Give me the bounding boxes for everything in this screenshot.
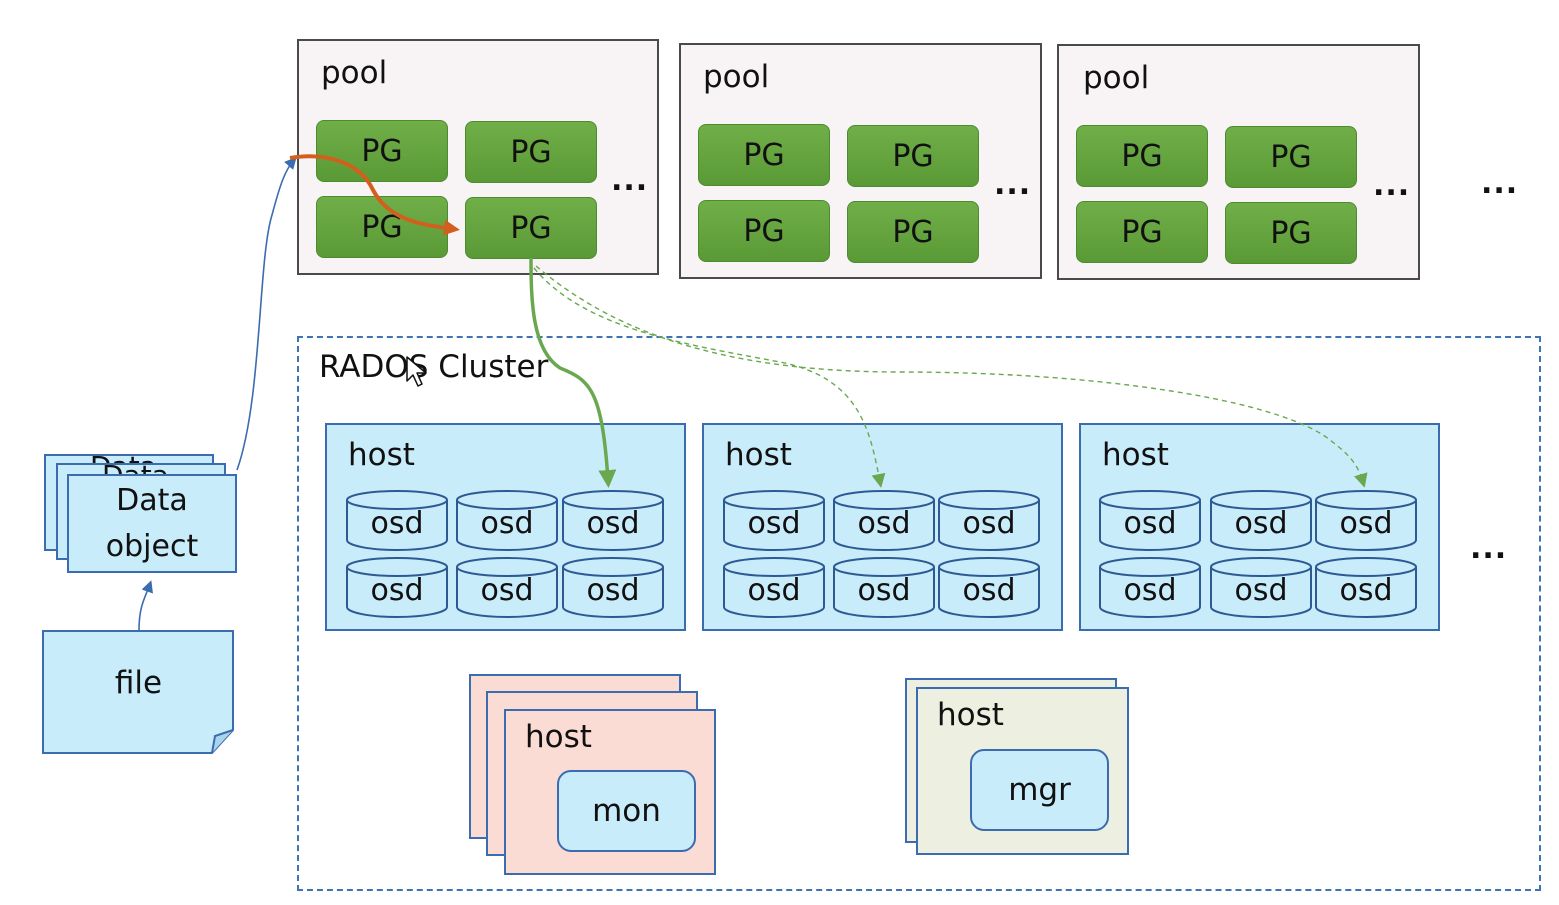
mouse-cursor-icon <box>406 356 427 387</box>
osd-disk: osd <box>346 490 448 551</box>
osd-disk: osd <box>562 490 664 551</box>
pool-more-pgs: ... <box>611 163 649 198</box>
pg-box: PG <box>1076 201 1208 263</box>
osd-disk: osd <box>1315 557 1417 618</box>
osd-label: osd <box>1339 506 1393 541</box>
osd-label: osd <box>586 573 640 608</box>
osd-label: osd <box>1234 573 1288 608</box>
pool-2: pool PG PG PG PG ... <box>679 43 1042 279</box>
pool-more-pgs: ... <box>994 167 1032 202</box>
object-to-pool-arrow <box>236 157 297 471</box>
data-object-line1: Data <box>116 482 188 518</box>
host-label: host <box>1102 437 1169 473</box>
osd-disk: osd <box>1315 490 1417 551</box>
osd-label: osd <box>480 506 534 541</box>
osd-disk: osd <box>346 557 448 618</box>
osd-disk: osd <box>938 490 1040 551</box>
osd-disk: osd <box>833 490 935 551</box>
pool-label: pool <box>1083 60 1150 96</box>
mon-host: host mon <box>504 709 716 875</box>
osd-label: osd <box>1234 506 1288 541</box>
pool-3: pool PG PG PG PG ... <box>1057 44 1420 280</box>
osd-disk: osd <box>1099 557 1201 618</box>
pg-box: PG <box>316 196 448 258</box>
osd-disk: osd <box>456 557 558 618</box>
host-label: host <box>348 437 415 473</box>
osd-label: osd <box>1123 573 1177 608</box>
osd-disk: osd <box>723 557 825 618</box>
osd-label: osd <box>962 506 1016 541</box>
pool-more-pgs: ... <box>1373 168 1411 203</box>
host-label: host <box>525 719 592 755</box>
osd-disk: osd <box>1210 490 1312 551</box>
mgr-host: host mgr <box>916 687 1129 855</box>
osd-disk: osd <box>456 490 558 551</box>
more-hosts: ... <box>1470 531 1508 566</box>
osd-label: osd <box>857 506 911 541</box>
pg-box: PG <box>847 201 979 263</box>
osd-disk: osd <box>833 557 935 618</box>
file-to-object-arrow <box>138 580 153 631</box>
pg-box: PG <box>847 125 979 187</box>
osd-label: osd <box>962 573 1016 608</box>
pg-box: PG <box>465 197 597 259</box>
pool-1: pool PG PG PG PG ... <box>297 39 659 275</box>
osd-label: osd <box>857 573 911 608</box>
pg-box: PG <box>698 200 830 262</box>
osd-disk: osd <box>562 557 664 618</box>
osd-disk: osd <box>723 490 825 551</box>
host-label: host <box>937 697 1004 733</box>
pg-box: PG <box>1076 125 1208 187</box>
mon-service: mon <box>557 770 696 852</box>
osd-label: osd <box>586 506 640 541</box>
data-object-line2: object <box>105 528 199 564</box>
osd-disk: osd <box>938 557 1040 618</box>
osd-label: osd <box>480 573 534 608</box>
osd-disk: osd <box>1099 490 1201 551</box>
mgr-service: mgr <box>970 749 1109 831</box>
data-object: Data object <box>67 474 237 573</box>
osd-label: osd <box>1123 506 1177 541</box>
osd-label: osd <box>747 573 801 608</box>
cluster-label: RADOS Cluster <box>319 349 549 385</box>
more-pools: ... <box>1481 166 1519 201</box>
pg-box: PG <box>465 121 597 183</box>
osd-label: osd <box>747 506 801 541</box>
file-label: file <box>114 664 163 701</box>
file: file <box>42 630 235 755</box>
pg-box: PG <box>698 124 830 186</box>
osd-label: osd <box>1339 573 1393 608</box>
osd-label: osd <box>370 573 424 608</box>
pg-box: PG <box>1225 202 1357 264</box>
host-label: host <box>725 437 792 473</box>
osd-label: osd <box>370 506 424 541</box>
pg-box: PG <box>316 120 448 182</box>
pool-label: pool <box>703 59 770 95</box>
pg-box: PG <box>1225 126 1357 188</box>
osd-disk: osd <box>1210 557 1312 618</box>
pool-label: pool <box>321 55 388 91</box>
